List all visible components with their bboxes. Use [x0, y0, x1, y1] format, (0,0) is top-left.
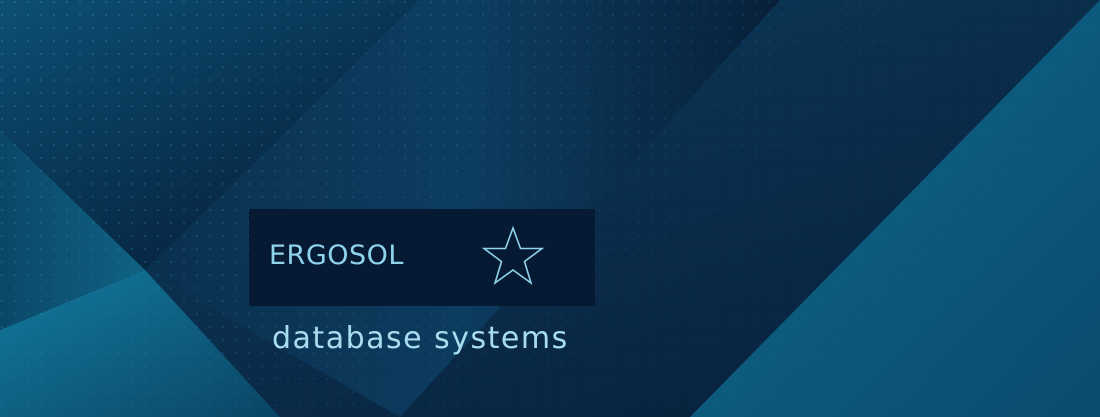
star-outline-icon: [481, 225, 545, 286]
brand-name: ERGOSOL: [269, 240, 404, 271]
logo-box: ERGOSOL: [249, 209, 595, 306]
tagline: database systems: [272, 321, 569, 356]
